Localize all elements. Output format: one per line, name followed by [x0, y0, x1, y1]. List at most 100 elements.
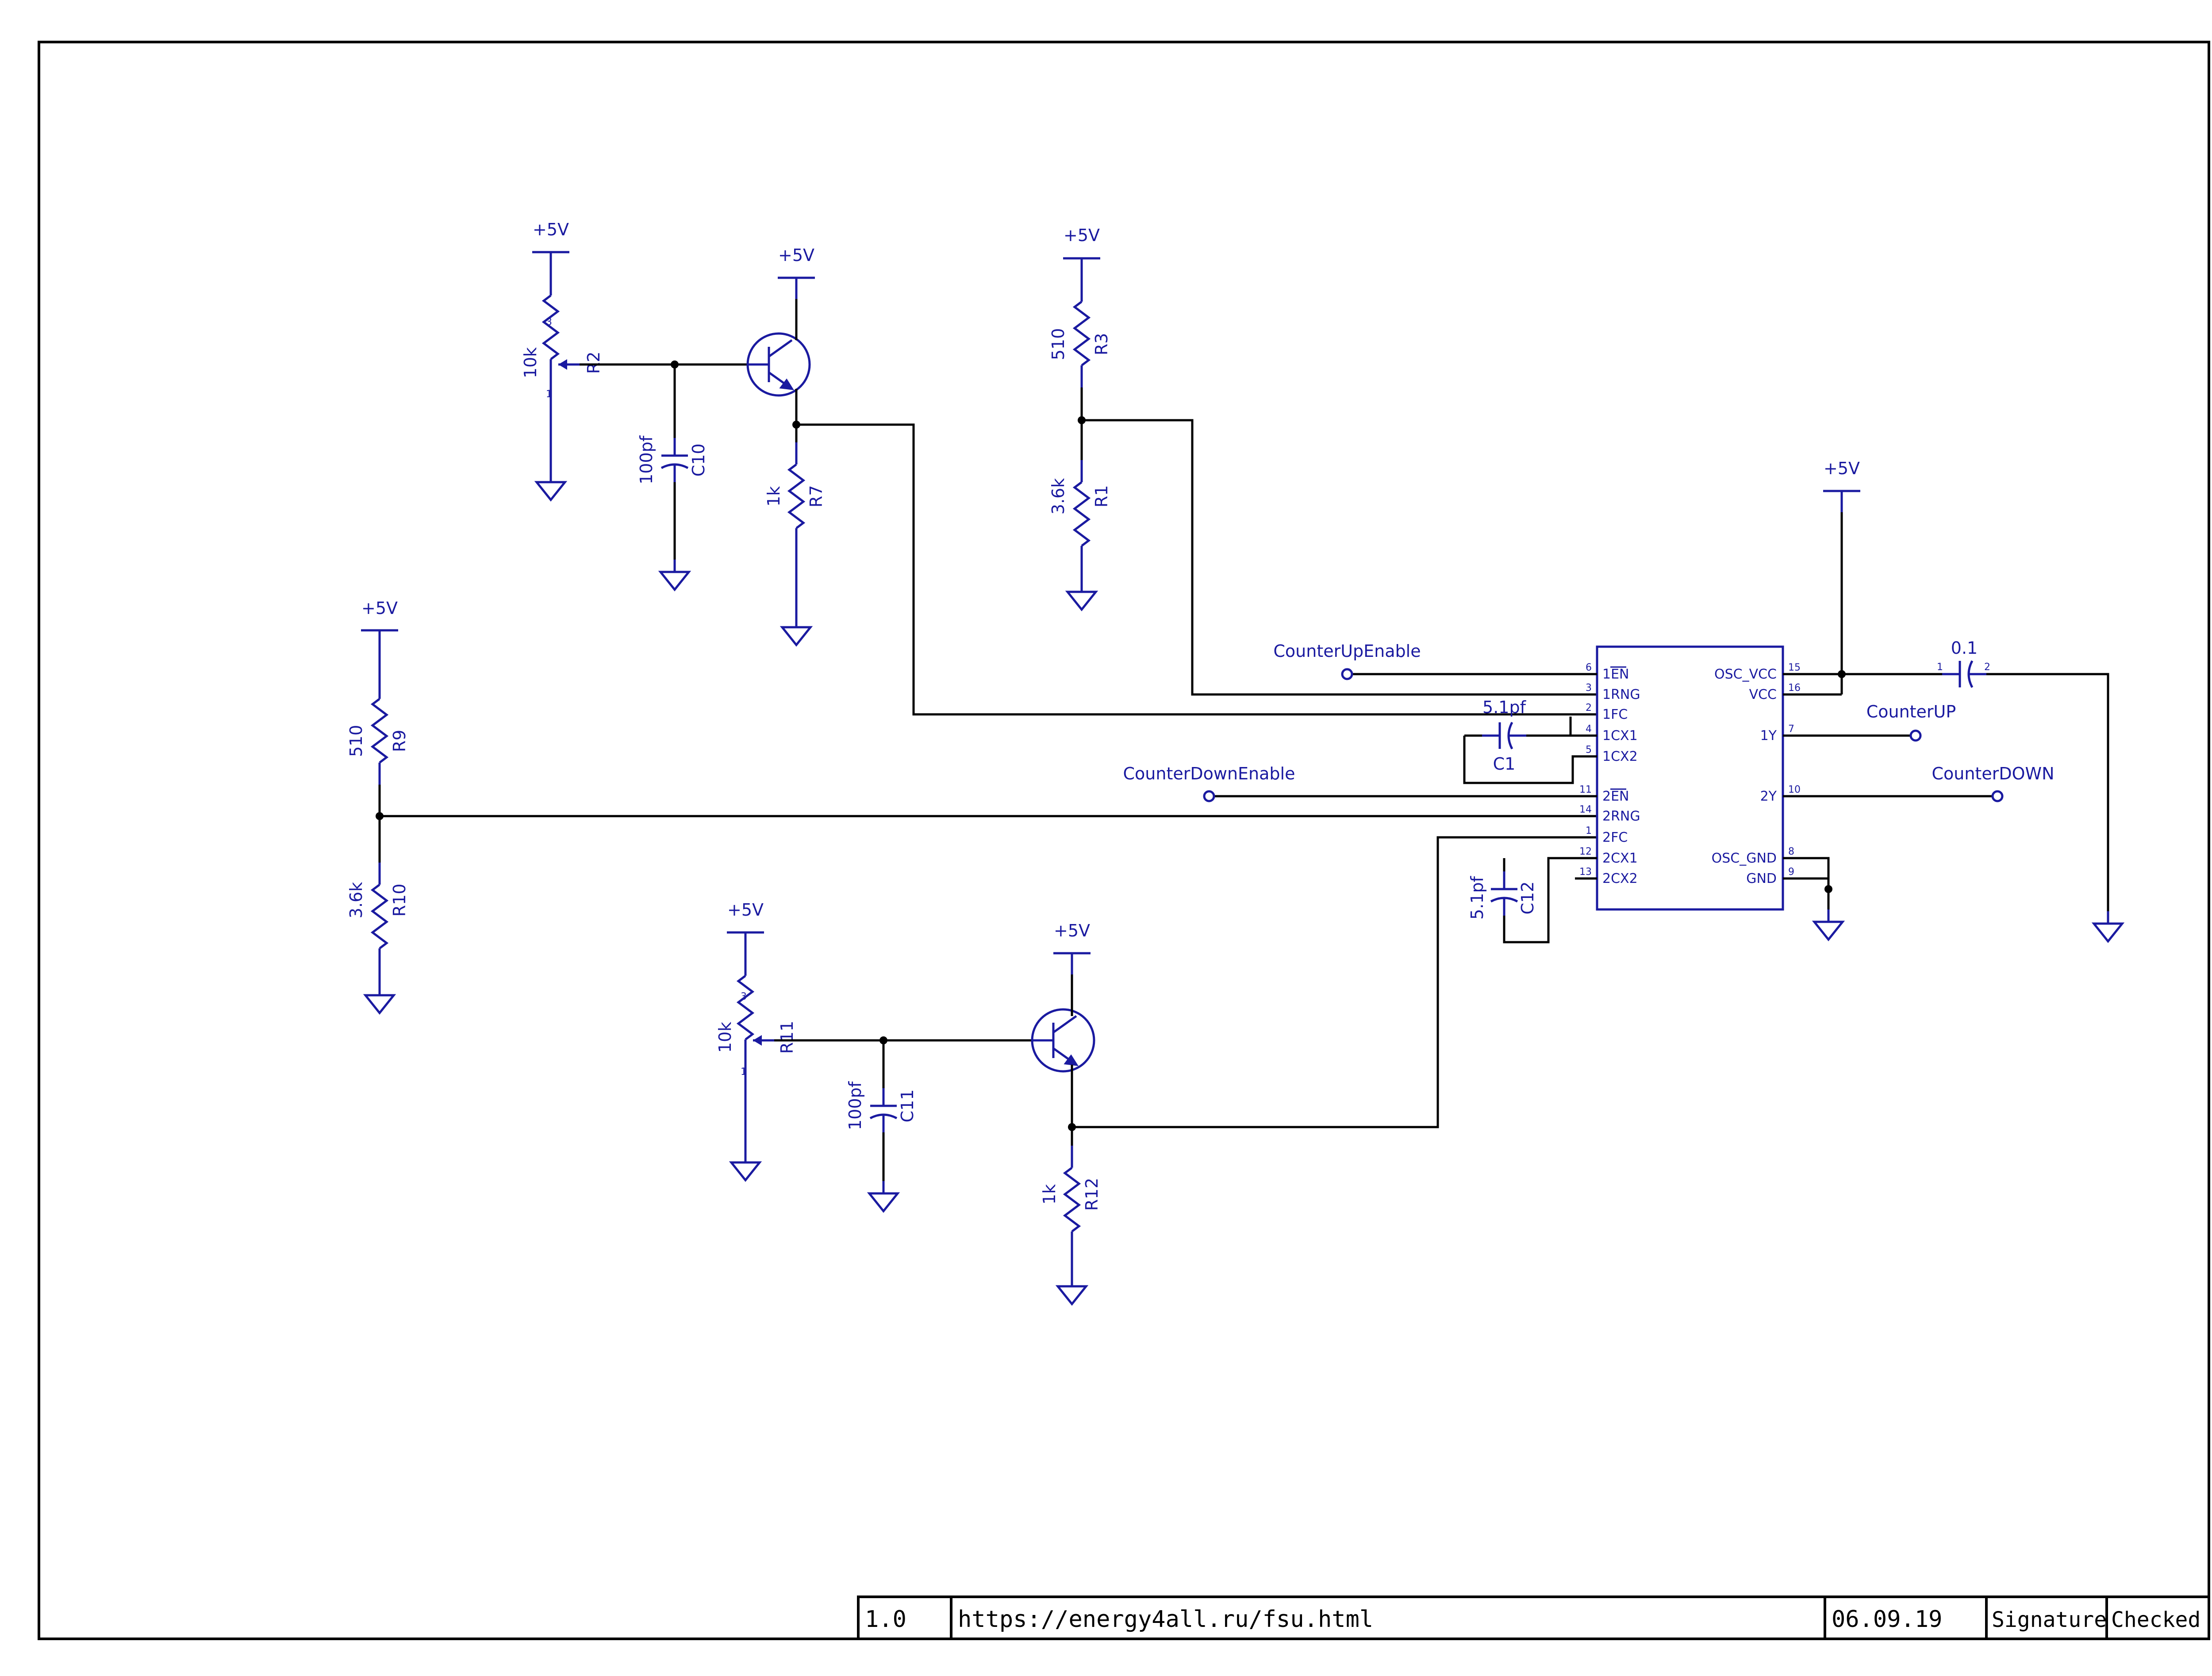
ic-pin-number: 3: [1586, 683, 1592, 694]
ic-pin-number: 12: [1579, 846, 1592, 857]
power-symbol-r2: +5V: [532, 220, 569, 273]
svg-text:10k: 10k: [715, 1022, 735, 1053]
svg-text:R7: R7: [806, 485, 826, 508]
power-symbol-r9: +5V: [361, 598, 398, 652]
ground-r7: [782, 615, 810, 645]
capacitor-c11: 100pf C11: [845, 1040, 917, 1181]
resistor-r10: 3.6k R10: [346, 863, 409, 970]
ic-pin-number: 8: [1788, 846, 1794, 857]
ic-pin-label: 2FC: [1602, 830, 1628, 845]
net-counter-down-enable: CounterDownEnable: [1123, 764, 1597, 802]
ground-r11: [731, 1150, 760, 1180]
title-block: 1.0 https://energy4all.ru/fsu.html 06.09…: [857, 1595, 2210, 1640]
transistor-q2: [1032, 1009, 1094, 1071]
svg-text:+5V: +5V: [361, 598, 398, 618]
transistor-q1: [748, 334, 810, 395]
svg-text:CounterUP: CounterUP: [1866, 702, 1956, 721]
title-url: https://energy4all.ru/fsu.html: [958, 1606, 1373, 1633]
ic-pin-label: GND: [1746, 871, 1777, 886]
power-symbol-q1: +5V: [778, 245, 815, 299]
svg-text:R11: R11: [777, 1021, 797, 1054]
svg-text:R2: R2: [584, 352, 603, 374]
power-symbol-q2: +5V: [1053, 921, 1091, 974]
svg-text:10k: 10k: [521, 347, 540, 378]
svg-text:C1: C1: [1493, 754, 1516, 774]
ic-pin-label: 1EN: [1602, 667, 1629, 682]
net-counter-up: CounterUP: [1783, 702, 1956, 742]
ic-pin-number: 7: [1788, 724, 1794, 735]
svg-text:+5V: +5V: [533, 220, 569, 239]
ic-pin-label: 1FC: [1602, 707, 1628, 722]
svg-text:C12: C12: [1518, 882, 1537, 915]
svg-text:C11: C11: [898, 1089, 917, 1123]
svg-text:0.1: 0.1: [1951, 638, 1978, 658]
svg-text:R12: R12: [1082, 1178, 1102, 1211]
svg-text:5.1pf: 5.1pf: [1467, 875, 1487, 920]
ic-pin-number: 1: [1586, 825, 1592, 836]
ground-c10: [661, 560, 689, 590]
svg-text:1: 1: [1937, 662, 1943, 673]
ground-r10: [365, 983, 394, 1013]
svg-text:C10: C10: [689, 444, 708, 477]
ground-bypass: [2094, 911, 2122, 941]
svg-text:+5V: +5V: [778, 245, 814, 265]
capacitor-c1: 5.1pf C1: [1463, 698, 1597, 784]
svg-text:+5V: +5V: [727, 900, 764, 920]
resistor-r1: 3.6k R1: [1048, 460, 1111, 568]
ic-pin-label: 1CX1: [1602, 728, 1638, 744]
ic-pin-label: 1CX2: [1602, 749, 1638, 764]
ic-pin-label: 2CX1: [1602, 851, 1638, 866]
svg-text:+5V: +5V: [1824, 459, 1860, 478]
capacitor-bypass: 0.1 1 2: [1937, 638, 2109, 911]
capacitor-c10: 100pf C10: [637, 364, 708, 560]
ground-r2: [537, 470, 565, 500]
resistor-r7: 1k R7: [764, 425, 826, 615]
svg-text:5.1pf: 5.1pf: [1482, 698, 1527, 717]
resistor-r9: 510 R9: [346, 652, 409, 785]
svg-text:3.6k: 3.6k: [346, 882, 366, 918]
drawing-frame: [38, 41, 2210, 1640]
capacitor-c12: 5.1pf C12: [1467, 857, 1597, 943]
svg-text:CounterUpEnable: CounterUpEnable: [1273, 641, 1421, 661]
title-signature: Signature: [1992, 1607, 2107, 1632]
power-symbol-r11: +5V: [727, 900, 764, 954]
svg-text:R1: R1: [1092, 485, 1111, 508]
svg-text:R10: R10: [390, 884, 409, 917]
svg-text:3: 3: [546, 317, 552, 328]
title-revision: 1.0: [865, 1606, 906, 1633]
svg-text:+5V: +5V: [1064, 226, 1100, 245]
ic-pin-number: 15: [1788, 662, 1801, 673]
svg-text:R3: R3: [1092, 333, 1111, 356]
ground-ic: [1814, 909, 1843, 940]
ic-pin-number: 5: [1586, 744, 1592, 756]
ic-pin-label: 2Y: [1760, 789, 1777, 804]
ic-pin-number: 13: [1579, 867, 1592, 878]
ic-pin-label: 1Y: [1760, 728, 1777, 744]
svg-text:CounterDOWN: CounterDOWN: [1932, 764, 2054, 783]
svg-text:510: 510: [346, 725, 366, 757]
net-counter-up-enable: CounterUpEnable: [1273, 641, 1597, 680]
ic-pin-number: 10: [1788, 784, 1801, 795]
net-counter-down: CounterDOWN: [1783, 764, 2055, 802]
ic-pin-label: OSC_GND: [1712, 851, 1777, 866]
ic-pin-label: 2RNG: [1602, 809, 1640, 824]
ic-pin-number: 4: [1586, 724, 1592, 735]
title-checked: Checked: [2111, 1607, 2200, 1632]
ic-pin-number: 6: [1586, 662, 1592, 673]
potentiometer-r2: 10k R2 3 1: [521, 273, 603, 470]
svg-text:100pf: 100pf: [637, 435, 656, 484]
svg-text:3.6k: 3.6k: [1048, 478, 1068, 514]
ic-pin-number: 2: [1586, 702, 1592, 713]
ic-pin-label: 2CX2: [1602, 871, 1638, 886]
svg-text:CounterDownEnable: CounterDownEnable: [1123, 764, 1295, 783]
ic-pin-label: VCC: [1749, 687, 1777, 702]
svg-text:R9: R9: [390, 730, 409, 752]
ic-pin-number: 9: [1788, 867, 1794, 878]
ic-pin-label: 1RNG: [1602, 687, 1640, 702]
resistor-r12: 1k R12: [1040, 1127, 1102, 1274]
ic-pin-label: OSC_VCC: [1714, 667, 1777, 682]
ic-pin-label: 2EN: [1602, 789, 1629, 804]
resistor-r3: 510 R3: [1048, 280, 1111, 387]
